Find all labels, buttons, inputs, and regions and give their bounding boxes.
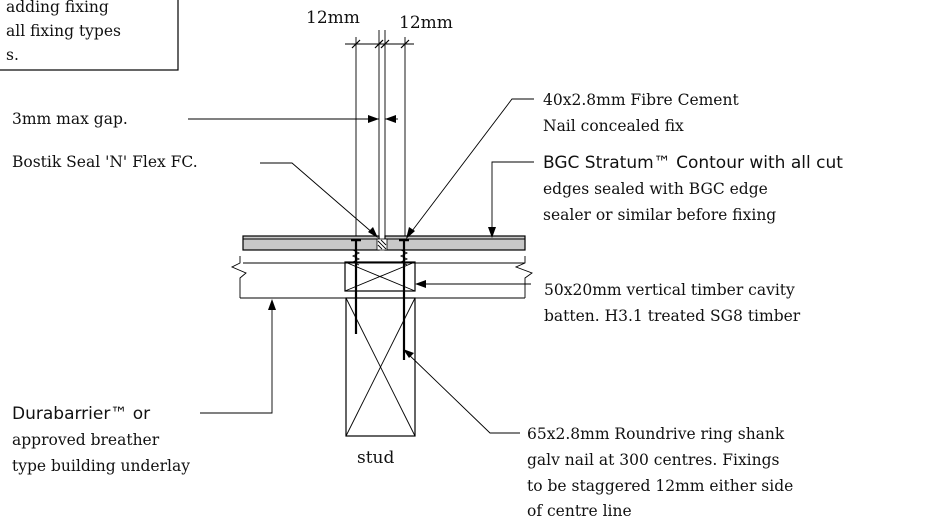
ring-leader [404,350,520,434]
batten-label-2: batten. H3.1 treated SG8 timber [544,307,801,325]
dim-tick-3 [380,39,390,49]
dim-tick-2 [374,39,384,49]
cladding-boards [242,235,526,251]
cladding-label-2: edges sealed with BGC edge [543,180,768,198]
sealant-arrow [368,227,378,238]
cladding-leader [491,161,534,234]
ring-label-3: to be staggered 12mm either side [527,477,793,495]
stud-outline [345,297,416,437]
underlay-leader [200,302,273,414]
note-line-3: s. [6,46,19,64]
sealant-hatch-3 [380,239,387,246]
sealant-label: Bostik Seal 'N' Flex FC. [12,153,198,171]
sealant-leader [260,162,375,235]
leader-top-nail: 40x2.8mm Fibre Cement Nail concealed fix [406,91,739,239]
ring-arrow [403,349,414,358]
underlay-label-1: Durabarrier™ or [12,404,150,424]
underlay-label-3: type building underlay [12,457,190,475]
gap-arrow-right [385,115,396,123]
batten-arrow [415,280,426,288]
ring-label-1: 65x2.8mm Roundrive ring shank [527,425,785,443]
leader-sealant: Bostik Seal 'N' Flex FC. [12,153,378,238]
cladding-label-1: BGC Stratum™ Contour with all cut [543,153,843,173]
leader-ring-nail: 65x2.8mm Roundrive ring shank galv nail … [403,349,793,520]
dim-tick-1 [351,39,361,49]
nail-left-rings [351,249,361,266]
dim-label-left: 12mm [306,8,360,28]
nail-right-rings [399,249,409,266]
leader-cladding: BGC Stratum™ Contour with all cut edges … [488,153,843,238]
sealant-hatch [377,240,387,250]
top-nail-label-2: Nail concealed fix [543,117,684,135]
dimension-marks: 12mm 12mm [306,8,453,236]
top-nail-label-1: 40x2.8mm Fibre Cement [543,91,739,109]
batten-label-1: 50x20mm vertical timber cavity [544,281,795,299]
break-left [230,256,247,298]
underlay-arrow [268,299,276,310]
cladding-label-3: sealer or similar before fixing [543,206,776,224]
stud-label: stud [357,448,395,468]
ring-label-2: galv nail at 300 centres. Fixings [527,451,780,469]
top-nail-leader [408,98,534,236]
dim-label-right: 12mm [399,13,453,33]
cladding-arrow [488,227,496,238]
top-nail-arrow [406,227,415,239]
sealant-hatch-2 [377,244,383,250]
leader-underlay: Durabarrier™ or approved breather type b… [12,299,276,475]
ring-label-4: of centre line [527,502,632,520]
underlay-label-2: approved breather [12,431,160,449]
cladding-board-right [384,235,526,251]
nails [351,238,409,360]
note-line-1: adding fixing [6,0,109,16]
note-box: adding fixing all fixing types s. [0,0,179,71]
cladding-board-left [242,235,380,251]
batten-outline [344,261,416,292]
gap-arrow-left [368,115,379,123]
note-line-2: all fixing types [6,22,121,40]
leader-batten: 50x20mm vertical timber cavity batten. H… [415,280,801,325]
dim-tick-4 [400,39,410,49]
break-right [514,256,533,298]
leader-gap: 3mm max gap. [12,110,398,128]
gap-label: 3mm max gap. [12,110,128,128]
note-box-frame [0,0,179,71]
